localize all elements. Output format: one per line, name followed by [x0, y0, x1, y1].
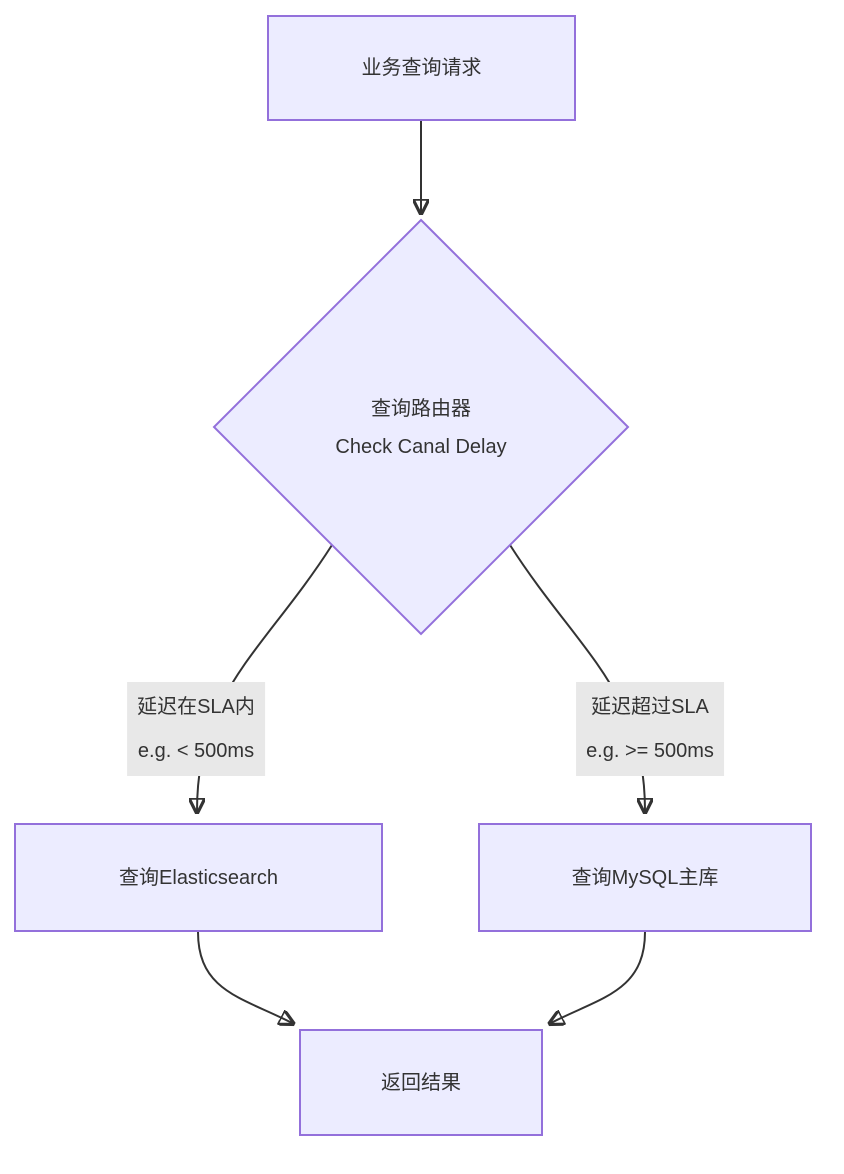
edge-label-exceed-sla-line1: 延迟超过SLA: [591, 696, 709, 718]
node-query-elasticsearch-label: 查询Elasticsearch: [119, 866, 278, 889]
edge-label-within-sla-line2: e.g. < 500ms: [137, 740, 255, 762]
node-query-router: 查询路由器 Check Canal Delay: [271, 378, 571, 478]
edge-es-to-result: [197, 931, 292, 1023]
edge-label-within-sla: 延迟在SLA内 e.g. < 500ms: [127, 682, 265, 776]
node-query-router-label-line2: Check Canal Delay: [335, 436, 507, 458]
router-diamond-shape: [212, 218, 630, 636]
edge-label-within-sla-line1: 延迟在SLA内: [137, 696, 255, 718]
node-return-result: 返回结果: [299, 1029, 543, 1136]
node-query-router-label-line1: 查询路由器: [371, 398, 471, 420]
node-business-query-request-label: 业务查询请求: [361, 57, 482, 79]
node-query-elasticsearch: 查询Elasticsearch: [14, 823, 383, 932]
node-query-mysql-primary: 查询MySQL主库: [478, 823, 812, 932]
edge-label-exceed-sla: 延迟超过SLA e.g. >= 500ms: [576, 682, 724, 776]
node-query-mysql-primary-label: 查询MySQL主库: [571, 866, 719, 889]
edge-mysql-to-result: [551, 931, 646, 1023]
node-return-result-label: 返回结果: [381, 1071, 461, 1094]
edge-label-exceed-sla-line2: e.g. >= 500ms: [586, 740, 714, 762]
node-business-query-request: 业务查询请求: [267, 15, 576, 121]
